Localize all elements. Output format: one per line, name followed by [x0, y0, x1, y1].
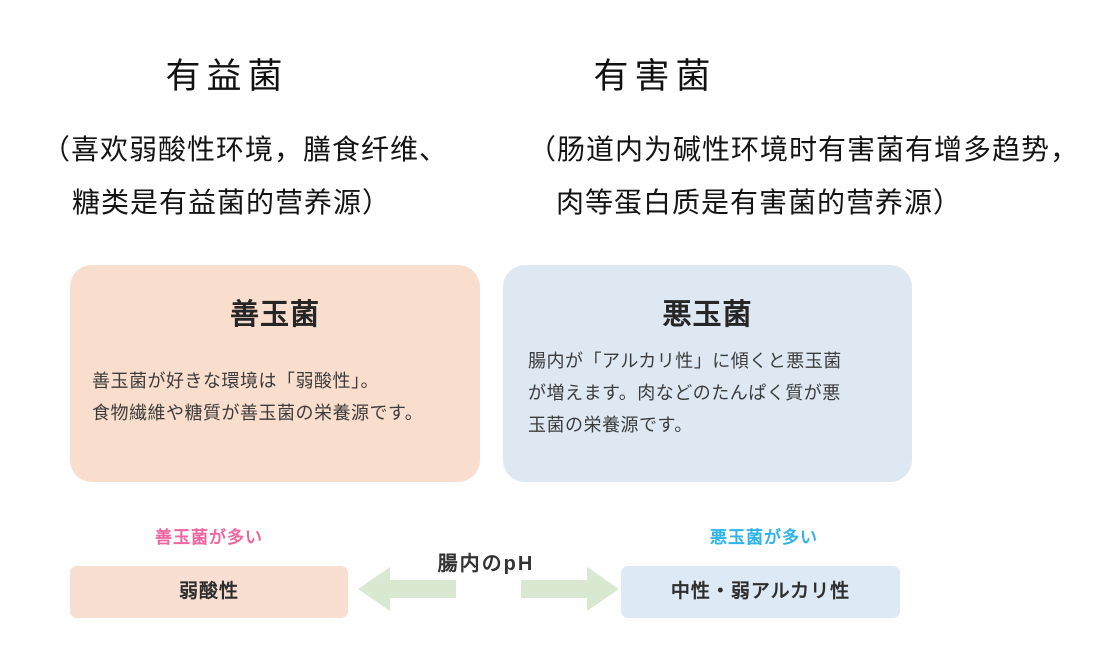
bad-bacteria-card-title: 悪玉菌: [662, 299, 753, 331]
bad-bacteria-card: 悪玉菌 腸内が「アルカリ性」に傾くと悪玉菌 が増えます。肉などのたんぱく質が悪 …: [503, 265, 912, 482]
harmful-bacteria-desc-line1: （肠道内为碱性环境时有害菌有增多趋势，: [528, 135, 1080, 166]
good-bacteria-card-body: 善玉菌が好きな環境は「弱酸性」。 食物繊維や糖質が善玉菌の栄養源です。: [92, 371, 424, 423]
bad-bacteria-card-body: 腸内が「アルカリ性」に傾くと悪玉菌 が増えます。肉などのたんぱく質が悪 玉菌の栄…: [528, 351, 842, 435]
arrow-right-icon: [521, 567, 619, 611]
arrow-left-icon: [358, 567, 456, 611]
beneficial-bacteria-title: 有益菌: [165, 57, 289, 96]
good-bacteria-card: 善玉菌 善玉菌が好きな環境は「弱酸性」。 食物繊維や糖質が善玉菌の栄養源です。: [70, 265, 480, 482]
intestinal-ph-label: 腸内のpH: [437, 553, 535, 575]
beneficial-bacteria-desc-line2: 糖类是有益菌的营养源）: [72, 188, 392, 219]
neutral-weak-alkaline-bar: 中性・弱アルカリ性: [621, 566, 900, 618]
weak-acidity-bar: 弱酸性: [70, 566, 348, 618]
beneficial-bacteria-desc-line1: （喜欢弱酸性环境，膳食纤维、: [42, 135, 449, 166]
good-bacteria-abundant-label: 善玉菌が多い: [155, 528, 263, 547]
bad-bacteria-abundant-label: 悪玉菌が多い: [710, 528, 818, 547]
harmful-bacteria-desc-line2: 肉等蛋白质是有害菌的营养源）: [556, 188, 963, 219]
harmful-bacteria-title: 有害菌: [593, 57, 717, 96]
good-bacteria-card-title: 善玉菌: [229, 299, 320, 331]
